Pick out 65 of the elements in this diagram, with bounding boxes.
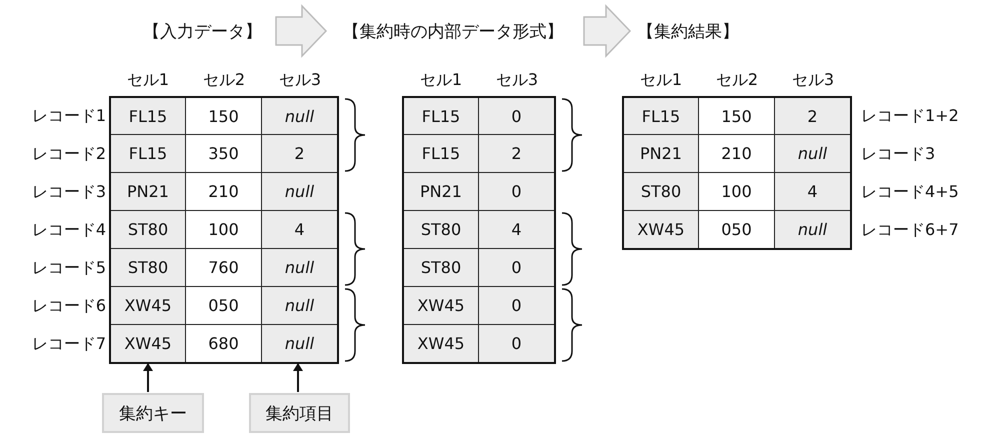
table-cell: 0: [478, 172, 555, 211]
table-cell: 4: [774, 172, 851, 211]
table-cell: 4: [261, 210, 338, 249]
table-cell: null: [261, 286, 338, 325]
arrow: [293, 363, 303, 392]
callout-box: 集約項目: [249, 393, 350, 433]
column-header: セル1: [418, 68, 464, 90]
table-cell: null: [261, 97, 338, 135]
table-cell: FL15: [110, 97, 186, 135]
column-header: セル3: [790, 68, 836, 90]
table-cell: PN21: [110, 172, 186, 211]
table-cell: XW45: [110, 286, 186, 325]
table-cell: 2: [478, 134, 555, 173]
table-cell: 2: [261, 134, 338, 173]
table-cell: 0: [478, 97, 555, 135]
row-label: レコード1+2: [861, 104, 960, 126]
table-cell: FL15: [623, 97, 699, 135]
column-header: セル3: [278, 68, 322, 90]
column-header: セル2: [202, 68, 246, 90]
table-cell: null: [261, 172, 338, 211]
table-cell: ST80: [403, 210, 479, 249]
table-cell: null: [261, 324, 338, 363]
table-cell: ST80: [110, 248, 186, 287]
row-label: レコード2: [30, 142, 106, 164]
title: 【集約結果】: [632, 14, 744, 48]
row-label: レコード4+5: [861, 180, 960, 202]
table-cell: 0: [478, 286, 555, 325]
table-cell: XW45: [403, 324, 479, 363]
table-cell: null: [774, 210, 851, 249]
table-cell: PN21: [623, 134, 699, 173]
row-label: レコード7: [30, 332, 106, 354]
row-label: レコード4: [30, 218, 106, 240]
table-cell: null: [261, 248, 338, 287]
row-label: レコード3: [30, 180, 106, 202]
table-cell: 0: [478, 324, 555, 363]
table-cell: PN21: [403, 172, 479, 211]
column-header: セル2: [714, 68, 760, 90]
table-cell: FL15: [403, 134, 479, 173]
column-header: セル3: [494, 68, 540, 90]
row-label: レコード1: [30, 104, 106, 126]
table: [109, 96, 339, 364]
callout-box: 集約キー: [102, 393, 204, 433]
table-cell: ST80: [110, 210, 186, 249]
table-cell: null: [774, 134, 851, 173]
arrow: [143, 363, 153, 392]
table-cell: 2: [774, 97, 851, 135]
table-cell: XW45: [110, 324, 186, 363]
column-header: セル1: [638, 68, 684, 90]
table-cell: FL15: [403, 97, 479, 135]
block-arrow: [583, 4, 632, 58]
row-label: レコード6+7: [861, 218, 960, 240]
block-arrow: [275, 4, 328, 58]
row-label: レコード6: [30, 294, 106, 316]
table-cell: 4: [478, 210, 555, 249]
table-cell: XW45: [623, 210, 699, 249]
table-cell: XW45: [403, 286, 479, 325]
row-label: レコード5: [30, 256, 106, 278]
row-label: レコード3: [861, 142, 936, 164]
column-header: セル1: [126, 68, 170, 90]
title: 【入力データ】: [135, 14, 270, 48]
table-cell: ST80: [623, 172, 699, 211]
table-cell: 0: [478, 248, 555, 287]
title: 【集約時の内部データ形式】: [328, 14, 578, 48]
table-cell: FL15: [110, 134, 186, 173]
table-cell: ST80: [403, 248, 479, 287]
